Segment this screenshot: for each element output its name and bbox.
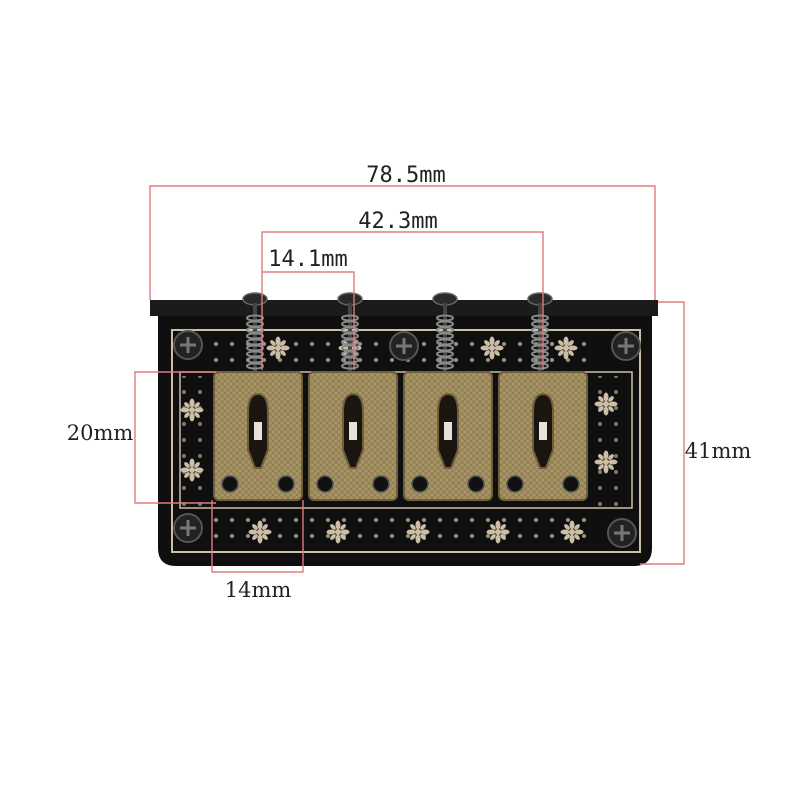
height-screw-icon: [277, 475, 295, 493]
height-screw-icon: [372, 475, 390, 493]
saddles: [213, 371, 588, 501]
mounting-screw-icon: [173, 330, 203, 360]
saddle: [403, 371, 493, 501]
mounting-screw-icon: [611, 331, 641, 361]
mounting-screw-icon: [389, 331, 419, 361]
overall-width-line: [149, 185, 656, 300]
saddle-spacing-label: 14.1mm: [268, 247, 347, 272]
height-screw-icon: [316, 475, 334, 493]
height-screw-icon: [562, 475, 580, 493]
height-screw-icon: [411, 475, 429, 493]
saddle-spacing-line: [262, 271, 355, 370]
saddle-width-line: [211, 500, 304, 573]
overall-width-label: 78.5mm: [366, 163, 445, 188]
intonation-screw-icon: [527, 292, 553, 373]
intonation-screw-icon: [337, 292, 363, 373]
intonation-screw-icon: [432, 292, 458, 373]
plate-height-line: [640, 301, 685, 565]
saddle: [308, 371, 398, 501]
saddle-length-label: 20mm: [67, 421, 134, 445]
mounting-screw-icon: [173, 513, 203, 543]
dimension-lines: [134, 185, 685, 573]
saddle: [213, 371, 303, 501]
height-screw-icon: [506, 475, 524, 493]
outer-saddle-span-line: [261, 231, 544, 370]
outer-saddle-span-label: 42.3mm: [358, 209, 437, 234]
saddle-width-label: 14mm: [225, 578, 292, 602]
plate-height-label: 41mm: [685, 439, 752, 463]
intonation-springs: [242, 292, 553, 373]
intonation-screw-icon: [242, 292, 268, 373]
mounting-screw-icon: [607, 518, 637, 548]
saddle-length-line: [134, 371, 216, 504]
height-screw-icon: [467, 475, 485, 493]
height-screw-icon: [221, 475, 239, 493]
saddle: [498, 371, 588, 501]
